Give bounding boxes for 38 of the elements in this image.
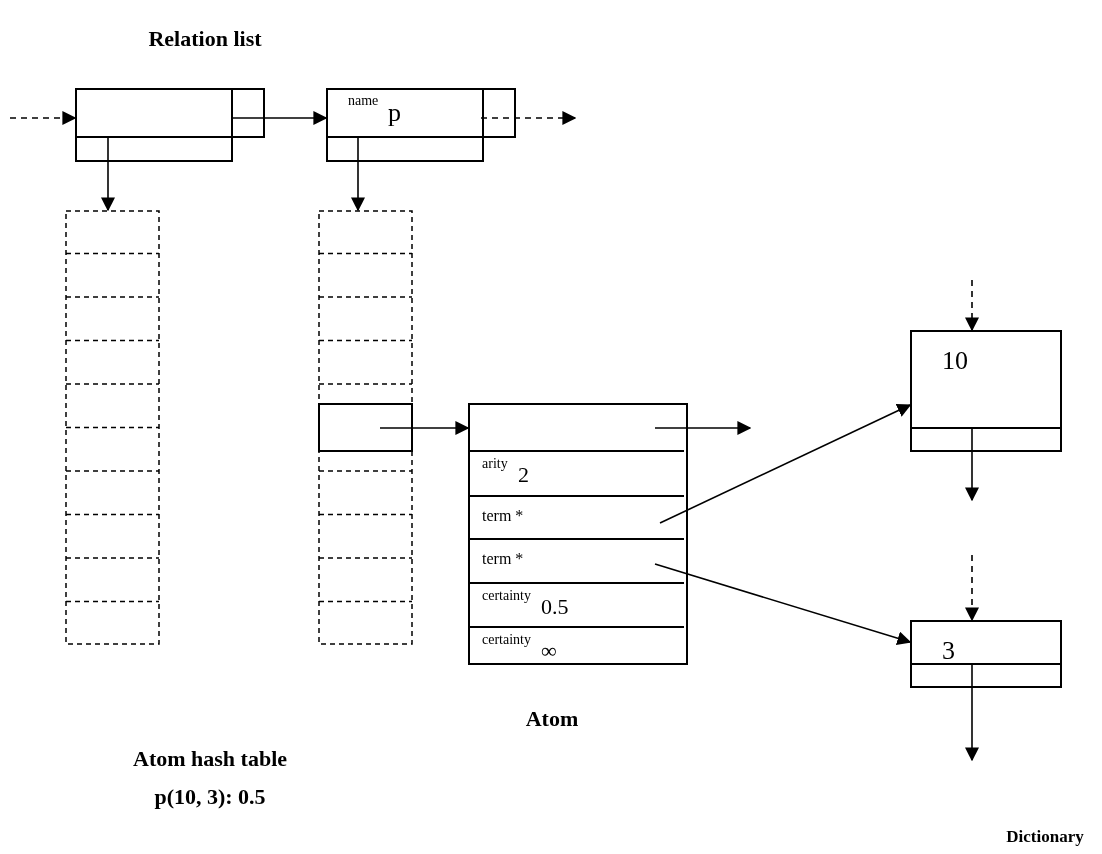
field-name: term * <box>482 550 524 568</box>
dictionary-entry-box <box>910 620 1062 688</box>
arrow <box>965 427 979 502</box>
field-value: ∞ <box>541 640 557 662</box>
field-name: certainty <box>482 588 531 604</box>
field-name: name <box>348 93 379 109</box>
arrow <box>101 136 115 212</box>
atom-record <box>468 403 688 665</box>
arrow <box>231 111 328 125</box>
arrow <box>654 563 912 645</box>
dashed-arrow <box>480 111 577 125</box>
field-name: term * <box>482 507 524 525</box>
list-node-box <box>326 88 516 162</box>
heading-label: p(10, 3): 0.5 <box>154 786 266 808</box>
heading-label: Atom hash table <box>133 748 287 770</box>
field-value: p <box>388 100 401 126</box>
arrow <box>659 404 912 524</box>
field-value: 10 <box>942 348 968 374</box>
heading-label: Dictionary <box>1006 828 1084 845</box>
heading-label: Relation list <box>148 28 262 50</box>
field-name: certainty <box>482 632 531 648</box>
structure-caption: Atom <box>525 708 579 730</box>
hash-table-column <box>65 210 160 645</box>
hash-table-cell <box>318 403 413 452</box>
hash-table-column <box>318 210 413 645</box>
field-value: 3 <box>942 638 955 664</box>
dashed-arrow <box>965 554 979 622</box>
dashed-arrow <box>9 111 77 125</box>
arrow <box>351 136 365 212</box>
field-name: arity <box>482 456 508 472</box>
dictionary-entry-box <box>910 330 1062 452</box>
dashed-arrow <box>965 279 979 332</box>
list-node-box <box>75 88 265 162</box>
field-value: 0.5 <box>541 596 569 618</box>
field-value: 2 <box>518 464 529 486</box>
arrow <box>379 421 470 435</box>
arrow <box>654 421 752 435</box>
arrow <box>965 663 979 762</box>
